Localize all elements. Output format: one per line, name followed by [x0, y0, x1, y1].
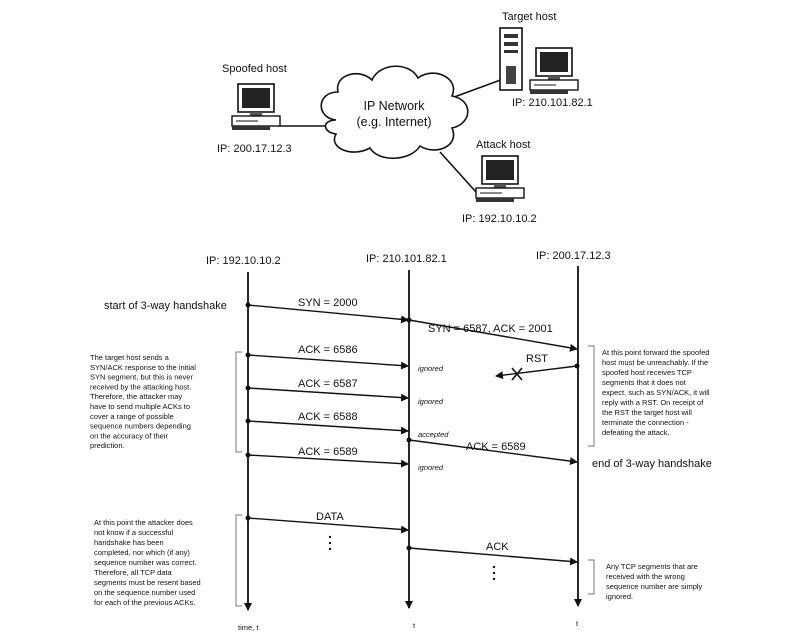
attack-host-computer-icon [475, 155, 525, 203]
target-host-label: Target host [502, 11, 556, 23]
cloud-label-line2: (e.g. Internet) [356, 115, 431, 129]
data-label: DATA [316, 511, 344, 523]
status-ignored-2: ignored [418, 397, 444, 406]
note-right-top: At this point forward the spoofed host m… [602, 348, 712, 437]
data-arrow [247, 517, 409, 534]
note-left-bottom: At this point the attacker does not know… [94, 518, 203, 607]
attack-host-ip: IP: 192.10.10.2 [462, 213, 537, 225]
header-attacker-ip: IP: 192.10.10.2 [206, 255, 281, 267]
synack-arrow [408, 319, 578, 352]
time-label-spoofed: t [576, 619, 579, 628]
continuation-dots [328, 535, 496, 581]
status-ignored-1: ignored [418, 364, 444, 373]
ack-6586-label: ACK = 6586 [298, 344, 358, 356]
network-topology: IP Network (e.g. Internet) Spoofed host … [217, 11, 593, 225]
status-ignored-3: ignored [418, 463, 444, 472]
time-label-attacker: time, t [238, 623, 259, 632]
status-accepted: accepted [418, 430, 449, 439]
time-label-target: t [413, 621, 416, 630]
ack-6589-forward-arrow [408, 439, 578, 466]
annotation-brackets [235, 345, 595, 607]
cloud-label-line1: IP Network [364, 99, 426, 113]
attack-host-label: Attack host [476, 139, 530, 151]
end-handshake-label: end of 3-way handshake [592, 458, 712, 470]
spoofed-host-label: Spoofed host [222, 63, 287, 75]
ack-6588-arrow [247, 420, 409, 435]
note-left-top: The target host sends a SYN/ACK response… [90, 353, 198, 450]
timeline-headers: IP: 192.10.10.2 IP: 210.101.82.1 IP: 200… [206, 250, 611, 267]
syn-arrow [247, 304, 409, 324]
ip-network-cloud [320, 65, 469, 159]
ack-6586-arrow [247, 354, 409, 370]
rst-label: RST [526, 353, 548, 365]
rst-arrow [495, 365, 578, 380]
ack-6587-label: ACK = 6587 [298, 378, 358, 390]
syn-label: SYN = 2000 [298, 297, 358, 309]
ack-6589-forward-label: ACK = 6589 [466, 441, 526, 453]
target-host-server-icon [499, 27, 523, 91]
ack-6589-label: ACK = 6589 [298, 446, 358, 458]
ack-6587-arrow [247, 387, 409, 402]
note-right-bottom: Any TCP segments that are received with … [606, 562, 704, 601]
ack-label: ACK [486, 541, 509, 553]
target-host-ip: IP: 210.101.82.1 [512, 97, 593, 109]
header-spoofed-ip: IP: 200.17.12.3 [536, 250, 611, 262]
target-host-computer-icon [529, 47, 579, 95]
blocked-x-icon [511, 367, 523, 381]
start-handshake-label: start of 3-way handshake [104, 300, 227, 312]
spoofed-host-computer-icon [231, 83, 281, 131]
link-cloud-attack [439, 151, 477, 193]
message-arrows: start of 3-way handshake SYN = 2000 SYN … [104, 297, 712, 581]
spoofed-host-ip: IP: 200.17.12.3 [217, 143, 292, 155]
header-target-ip: IP: 210.101.82.1 [366, 253, 447, 265]
ack-arrow [408, 547, 578, 566]
ack-6588-label: ACK = 6588 [298, 411, 358, 423]
ack-6589-arrow [247, 454, 409, 468]
synack-label: SYN = 6587, ACK = 2001 [428, 323, 553, 335]
